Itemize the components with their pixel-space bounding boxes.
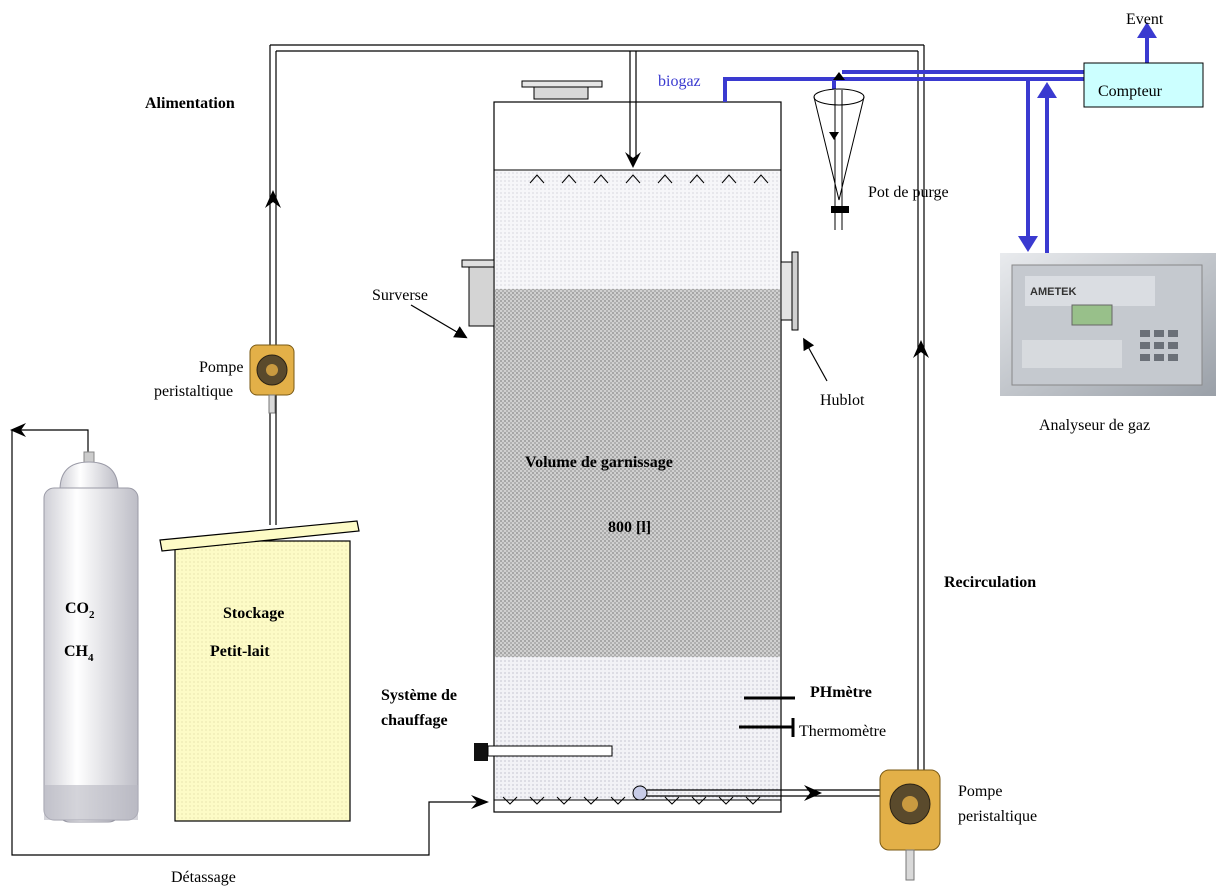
stockage-line1: Stockage <box>223 605 284 622</box>
pompe-2-line1: Pompe <box>958 783 1002 800</box>
pompe-1-line1: Pompe <box>199 359 243 376</box>
analyzer-brand: AMETEK <box>1030 286 1077 298</box>
bottom-liquid-zone <box>495 657 780 800</box>
hublot-label: Hublot <box>820 392 865 409</box>
reactor-lid <box>534 86 588 99</box>
liquid-piping <box>12 45 924 855</box>
analyzer-display <box>1072 305 1112 325</box>
chauffage-line2: chauffage <box>381 712 448 729</box>
recirculation-label: Recirculation <box>944 574 1036 591</box>
gas-analyzer: AMETEK <box>1000 253 1216 396</box>
volume-label: Volume de garnissage <box>525 454 673 471</box>
pompe-peristaltique-alimentation <box>250 345 294 413</box>
outlet-nozzle <box>633 786 647 800</box>
gas-cylinder <box>44 452 138 822</box>
pompe-peristaltique-recirculation <box>880 770 940 880</box>
stockage-tank <box>160 521 359 821</box>
phmetre-label: PHmètre <box>810 684 872 701</box>
flow-arrows <box>10 152 929 809</box>
pot-de-purge <box>814 72 864 230</box>
pot-de-purge-label: Pot de purge <box>868 184 949 201</box>
compteur-label: Compteur <box>1098 83 1163 100</box>
reactor <box>494 81 781 812</box>
chauffage-line1: Système de <box>381 687 457 704</box>
thermometre-label: Thermomètre <box>799 723 886 740</box>
detassage-label: Détassage <box>171 869 236 886</box>
stockage-line2: Petit-lait <box>210 643 270 660</box>
packing-volume <box>495 289 780 657</box>
pompe-2-line2: peristaltique <box>958 808 1037 825</box>
hublot-window <box>781 262 793 320</box>
analyseur-label: Analyseur de gaz <box>1039 417 1150 434</box>
upper-liquid-zone <box>495 171 780 289</box>
gas-arrows <box>1018 22 1157 252</box>
event-label: Event <box>1126 11 1164 28</box>
alimentation-label: Alimentation <box>145 95 235 112</box>
surverse-label: Surverse <box>372 287 428 304</box>
biogaz-label: biogaz <box>658 73 701 90</box>
surverse-overflow <box>469 266 494 326</box>
pompe-1-line2: peristaltique <box>154 383 233 400</box>
volume-value: 800 [l] <box>608 519 651 536</box>
